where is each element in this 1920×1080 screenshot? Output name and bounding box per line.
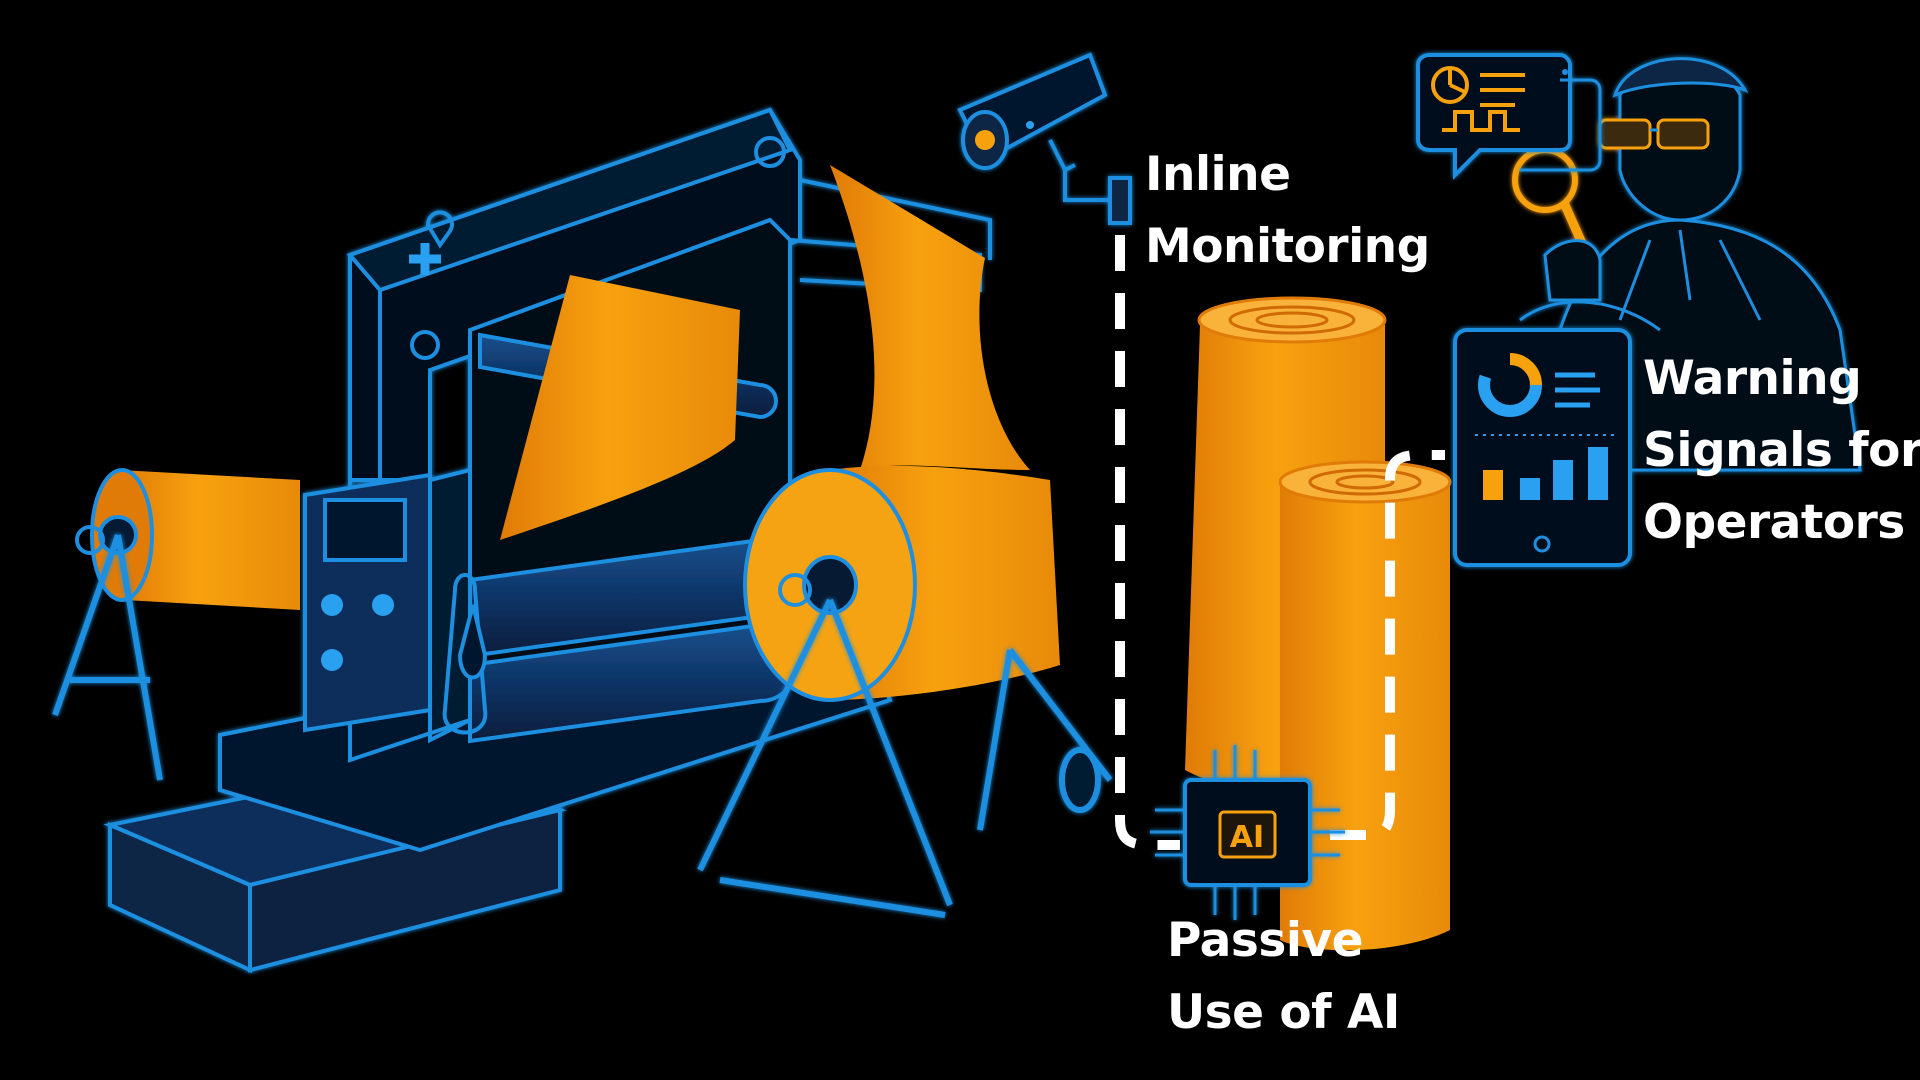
rewind-roll xyxy=(697,465,1113,918)
warning-signals-line3: Operators xyxy=(1643,495,1905,550)
inline-monitoring-line1: Inline xyxy=(1145,147,1291,202)
tablet-dashboard-icon xyxy=(1453,328,1632,567)
passive-ai-line2: Use of AI xyxy=(1167,985,1400,1040)
material-web xyxy=(500,165,1030,540)
unwind-roll xyxy=(52,468,300,781)
warning-signals-label: Warning Signals for Operators xyxy=(1643,343,1920,559)
ai-chip-icon: AI xyxy=(1150,745,1345,920)
inline-monitoring-line2: Monitoring xyxy=(1145,219,1430,274)
camera-icon xyxy=(957,52,1132,225)
ai-chip-label: AI xyxy=(1230,820,1264,855)
dashed-connectors xyxy=(1115,235,1445,850)
control-panel xyxy=(303,472,488,735)
warning-signals-line1: Warning xyxy=(1643,351,1862,406)
passive-ai-line1: Passive xyxy=(1167,913,1363,968)
passive-ai-label: Passive Use of AI xyxy=(1167,905,1400,1049)
warning-signals-line2: Signals for xyxy=(1643,423,1920,478)
inline-monitoring-label: Inline Monitoring xyxy=(1145,139,1430,283)
chart-speech-bubble-icon xyxy=(1416,53,1602,180)
operator-figure-icon xyxy=(1519,57,1862,472)
magnifier-icon xyxy=(1512,147,1602,302)
frame-details xyxy=(409,136,786,360)
material-rolls xyxy=(1185,296,1452,951)
